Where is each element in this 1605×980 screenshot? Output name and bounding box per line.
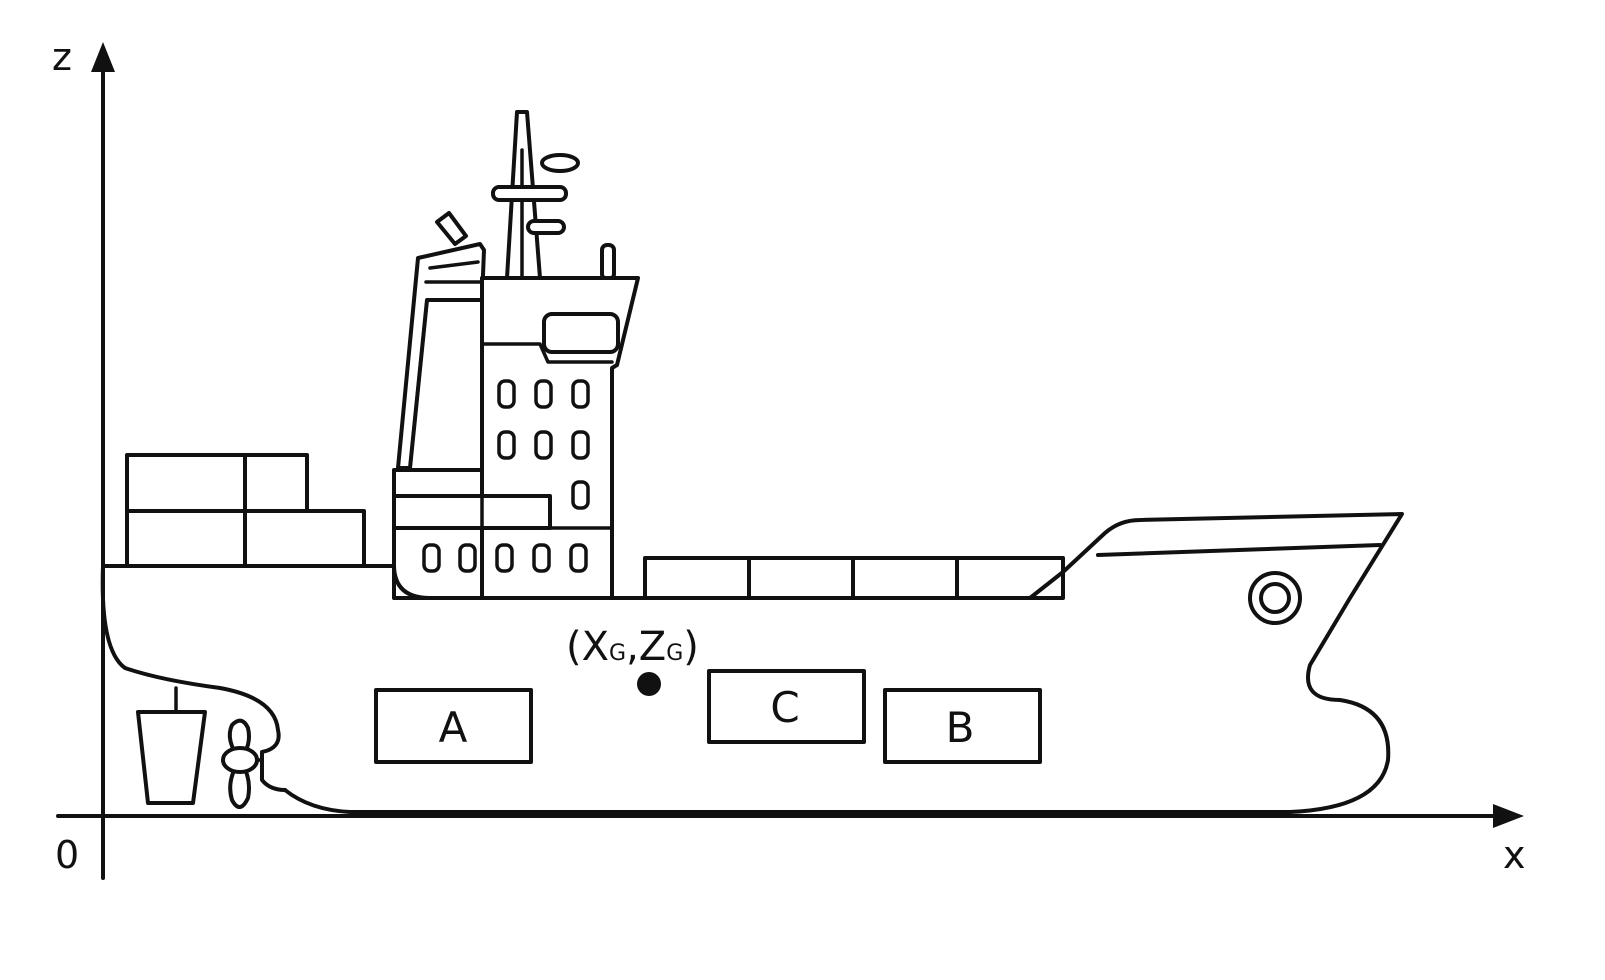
radar-dish [540, 153, 580, 173]
superstructure [392, 276, 640, 600]
compartment-c-label: C [770, 683, 799, 732]
axes: z x 0 [52, 35, 1526, 880]
bridge-window [542, 312, 620, 354]
compartment-a-label: A [439, 703, 468, 752]
hull-deck-fill-line [392, 564, 614, 600]
stern-skeg [218, 686, 287, 792]
bow-deck-containers [643, 556, 1065, 600]
superstructure-windows [422, 379, 590, 573]
z-axis-label: z [52, 35, 72, 79]
centroid-point [637, 672, 661, 696]
compartment-c: C [707, 669, 866, 744]
compartment-a: A [374, 688, 533, 764]
propeller [221, 718, 264, 809]
centroid-label: (XG,ZG) [566, 624, 699, 670]
hull [100, 512, 1404, 814]
compartment-b: B [883, 688, 1042, 764]
x-axis-arrowhead [1493, 804, 1524, 828]
stern-containers [125, 453, 366, 568]
hawse-pipe [1248, 571, 1302, 625]
hull-outline [100, 512, 1404, 814]
z-axis-arrowhead [91, 42, 115, 72]
centroid: (XG,ZG) [566, 624, 699, 696]
origin-label: 0 [55, 833, 79, 877]
x-axis-label: x [1503, 833, 1526, 877]
compartment-b-label: B [946, 703, 975, 752]
funnel [396, 242, 486, 470]
bridge-lower-line [480, 342, 614, 364]
superstructure-base [392, 468, 484, 600]
bow-sheer-line [1096, 543, 1382, 557]
rudder [136, 686, 207, 805]
